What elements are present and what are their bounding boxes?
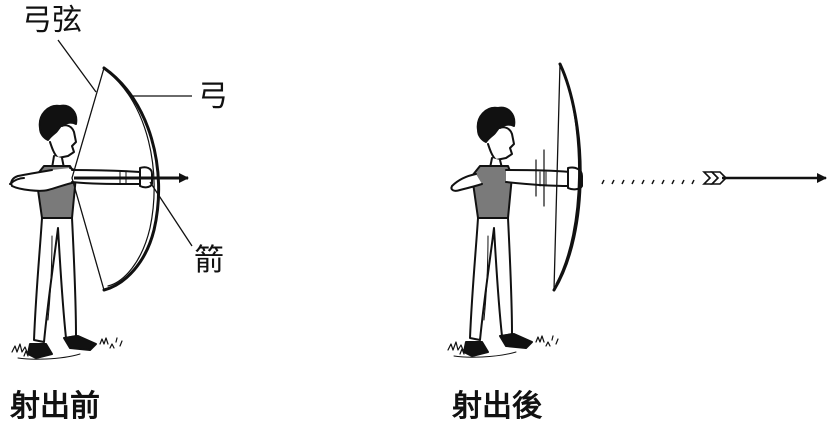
leader-lines bbox=[57, 39, 193, 247]
motion-trail bbox=[601, 179, 695, 185]
archer-shoe bbox=[27, 343, 53, 359]
archer-shoe bbox=[499, 333, 533, 349]
bow-before bbox=[71, 66, 161, 292]
archer-shoe bbox=[463, 341, 489, 357]
bow-limb bbox=[102, 66, 161, 292]
archer-before bbox=[9, 104, 153, 360]
archer-shoe bbox=[63, 335, 97, 351]
archer-legs bbox=[469, 217, 513, 341]
bowstring bbox=[71, 67, 105, 291]
grass bbox=[447, 335, 559, 355]
caption-before: 射出前 bbox=[10, 389, 100, 424]
label-arrow: 箭 bbox=[194, 243, 224, 278]
bow-after bbox=[535, 62, 582, 292]
label-bowstring: 弓弦 bbox=[22, 3, 82, 38]
archer-legs bbox=[33, 217, 77, 343]
arrow-after bbox=[702, 171, 827, 185]
archer-face bbox=[49, 124, 77, 159]
grass bbox=[11, 337, 123, 357]
caption-after: 射出後 bbox=[452, 389, 542, 424]
archer-hair bbox=[476, 106, 516, 143]
bowstring bbox=[553, 63, 561, 291]
leader-bowstring bbox=[57, 39, 97, 93]
archer-hair bbox=[38, 104, 78, 141]
archer-face bbox=[487, 126, 515, 161]
archer-after bbox=[447, 106, 583, 358]
leader-arrow bbox=[149, 181, 193, 247]
label-bow: 弓 bbox=[198, 79, 228, 114]
